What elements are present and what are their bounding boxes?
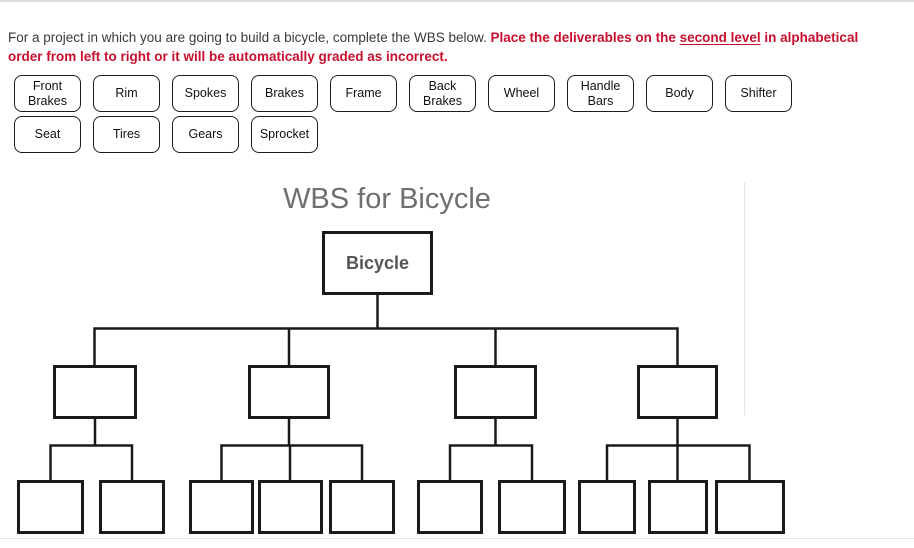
chip-handle-bars[interactable]: Handle Bars [567, 75, 634, 112]
wbs-level2-dropzone-1[interactable] [53, 365, 137, 419]
wbs-level3-dropzone-g1-1[interactable] [17, 480, 84, 534]
wbs-level3-dropzone-g2-3[interactable] [329, 480, 395, 534]
chip-frame[interactable]: Frame [330, 75, 397, 112]
bottom-divider [0, 538, 914, 539]
wbs-root-label: Bicycle [345, 252, 410, 273]
wbs-level3-dropzone-g3-1[interactable] [417, 480, 483, 534]
chip-rim[interactable]: Rim [93, 75, 160, 112]
wbs-root-box: Bicycle [322, 231, 433, 295]
chip-back-brakes[interactable]: Back Brakes [409, 75, 476, 112]
wbs-level3-dropzone-g4-3[interactable] [715, 480, 785, 534]
diagram-edge-artifact [744, 182, 745, 415]
chip-wheel[interactable]: Wheel [488, 75, 555, 112]
instructions-text: For a project in which you are going to … [8, 28, 884, 66]
chip-seat[interactable]: Seat [14, 116, 81, 153]
wbs-level3-dropzone-g4-2[interactable] [648, 480, 708, 534]
wbs-level3-dropzone-g3-2[interactable] [498, 480, 566, 534]
wbs-level2-dropzone-3[interactable] [454, 365, 537, 419]
wbs-title: WBS for Bicycle [283, 183, 491, 215]
deliverable-chip-tray: Front Brakes Rim Spokes Brakes Frame Bac… [14, 75, 814, 153]
instructions-underline-second-level: second level [679, 29, 761, 45]
wbs-level2-dropzone-2[interactable] [248, 365, 330, 419]
wbs-level3-dropzone-g2-2[interactable] [258, 480, 323, 534]
wbs-level3-dropzone-g4-1[interactable] [578, 480, 636, 534]
chip-body[interactable]: Body [646, 75, 713, 112]
instructions-warning: Place the deliverables on the second lev… [8, 29, 859, 64]
chip-brakes[interactable]: Brakes [251, 75, 318, 112]
wbs-level2-dropzone-4[interactable] [637, 365, 718, 419]
chip-front-brakes[interactable]: Front Brakes [14, 75, 81, 112]
chip-spokes[interactable]: Spokes [172, 75, 239, 112]
wbs-level3-dropzone-g2-1[interactable] [189, 480, 254, 534]
wbs-level3-dropzone-g1-2[interactable] [99, 480, 165, 534]
chip-gears[interactable]: Gears [172, 116, 239, 153]
chip-shifter[interactable]: Shifter [725, 75, 792, 112]
chip-tires[interactable]: Tires [93, 116, 160, 153]
instructions-intro: For a project in which you are going to … [8, 29, 487, 45]
chip-sprocket[interactable]: Sprocket [251, 116, 318, 153]
